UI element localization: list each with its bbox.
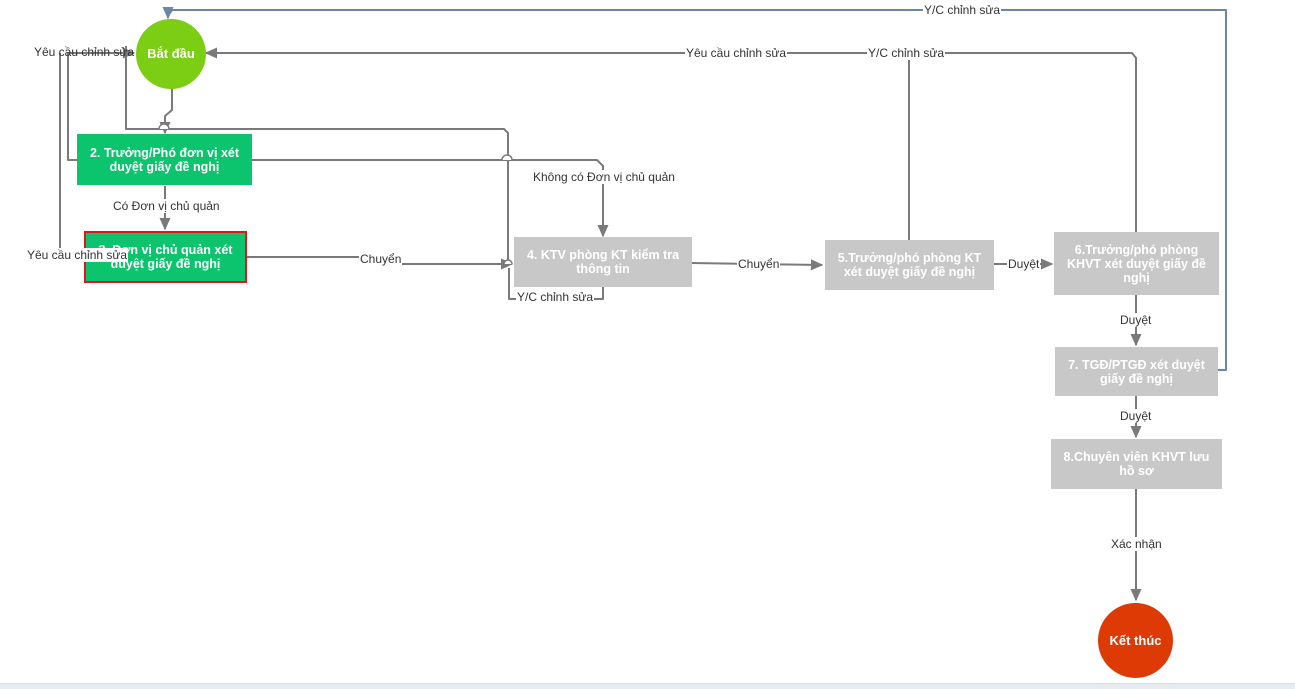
edge-label-no-parent: Không có Đơn vị chủ quản	[532, 170, 676, 184]
edge-n2-to-start	[67, 47, 136, 161]
step-5-node[interactable]: 5.Trưởng/phó phòng KT xét duyệt giấy đề …	[825, 240, 994, 290]
step-2-label: 2. Trưởng/Phó đơn vị xét duyệt giấy đề n…	[89, 145, 240, 174]
step-7-label: 7. TGĐ/PTGĐ xét duyệt giấy đề nghị	[1068, 357, 1205, 386]
horizontal-scrollbar[interactable]	[0, 683, 1295, 689]
edge-label-n4-back: Y/C chỉnh sửa	[516, 290, 595, 304]
step-2-node[interactable]: 2. Trưởng/Phó đơn vị xét duyệt giấy đề n…	[77, 134, 252, 185]
edge-n7-to-start	[162, 6, 1227, 371]
edge-n4-loop	[125, 46, 509, 262]
edge-n6-to-start	[204, 47, 1137, 232]
step-6-node[interactable]: 6.Trưởng/phó phòng KHVT xét duyệt giấy đ…	[1054, 232, 1219, 295]
edge-label-n7-to-n8: Duyệt	[1119, 409, 1153, 423]
edge-label-n3-to-n4: Chuyển	[359, 252, 403, 266]
step-3-label: 3. Đơn vị chủ quản xét duyệt giấy đề ngh…	[98, 243, 233, 271]
step-4-label: 4. KTV phòng KT kiểm tra thông tin	[526, 248, 680, 276]
step-8-node[interactable]: 8.Chuyên viên KHVT lưu hồ sơ	[1051, 439, 1222, 489]
end-node-label: Kết thúc	[1109, 632, 1162, 648]
step-4-node[interactable]: 4. KTV phòng KT kiểm tra thông tin	[514, 237, 692, 287]
jump-arc	[158, 123, 170, 130]
step-5-label: 5.Trưởng/phó phòng KT xét duyệt giấy đề …	[837, 251, 982, 279]
edge-label-n7-back: Y/C chỉnh sửa	[923, 3, 1002, 17]
edge-n2-to-n4	[252, 159, 609, 238]
start-node[interactable]: Bắt đầu	[136, 19, 206, 89]
edge-label-n5-to-n6: Duyệt	[1007, 257, 1041, 271]
start-node-label: Bắt đầu	[147, 46, 195, 61]
edge-label-n2-back: Yêu cầu chỉnh sửa	[34, 45, 135, 59]
edge-label-n8-to-end: Xác nhận	[1110, 537, 1163, 551]
jump-arc	[501, 154, 513, 161]
edge-label-n4-to-n5: Chuyển	[737, 257, 781, 271]
edge-label-n6-to-n7: Duyệt	[1119, 313, 1153, 327]
edge-label-n3-back: Yêu cầu chỉnh sửa	[26, 248, 129, 262]
edge-label-n5-back: Y/C chỉnh sửa	[867, 46, 946, 60]
end-node[interactable]: Kết thúc	[1098, 603, 1173, 678]
step-8-label: 8.Chuyên viên KHVT lưu hồ sơ	[1063, 450, 1210, 478]
step-6-label: 6.Trưởng/phó phòng KHVT xét duyệt giấy đ…	[1067, 242, 1206, 285]
edge-label-has-parent: Có Đơn vị chủ quản	[112, 199, 221, 213]
step-7-node[interactable]: 7. TGĐ/PTGĐ xét duyệt giấy đề nghị	[1055, 347, 1218, 396]
edge-label-n6-back: Yêu cầu chỉnh sửa	[685, 46, 788, 60]
jump-arc	[503, 259, 513, 265]
